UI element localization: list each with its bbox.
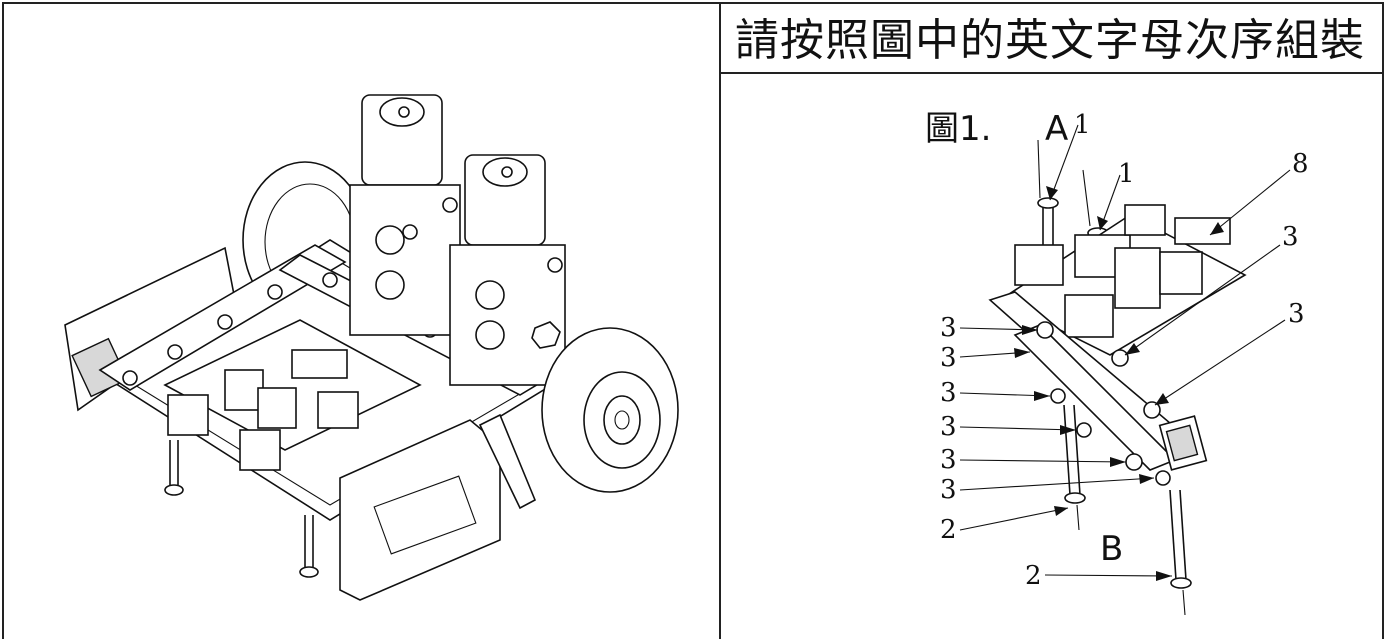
callout-2-bottom: 2 [1025,561,1042,591]
callout-3-left-3: 3 [940,378,957,408]
callout-leaders [959,124,1291,577]
callout-3-right-1: 3 [1282,222,1299,252]
callout-3-left-1: 3 [940,313,957,343]
instruction-header: 請按照圖中的英文字母次序組裝 [735,15,1365,66]
servo-motor-1 [349,94,461,336]
servo-motor-2 [449,154,566,386]
callout-arrowheads [1014,186,1224,581]
circuit-board [163,319,422,451]
figure-label: 圖1. [925,109,991,149]
callout-3-left-4: 3 [940,412,957,442]
callout-8: 8 [1292,149,1309,179]
callout-3-left-2: 3 [940,343,957,373]
callout-1a: 1 [1074,110,1091,140]
callout-3-left-6: 3 [940,475,957,505]
callout-3-right-2: 3 [1288,299,1305,329]
step-letter-a: A [1045,109,1068,149]
callout-3-left-5: 3 [940,445,957,475]
step-letter-b: B [1100,529,1123,569]
callout-2-left: 2 [940,515,957,545]
chassis-front-bracket [339,419,501,601]
exploded-view-drawing: 圖1. A B [925,109,1309,616]
assembled-robot-drawing [64,94,679,601]
callout-1b: 1 [1118,159,1135,189]
